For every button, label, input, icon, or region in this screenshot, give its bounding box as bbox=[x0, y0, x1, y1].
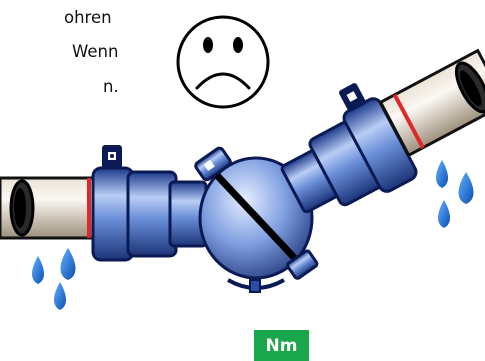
text-fragment-1: ohren bbox=[64, 8, 112, 27]
water-drop-icon bbox=[54, 282, 66, 310]
text-fragment-3: n. bbox=[103, 77, 119, 96]
clamp-icon bbox=[339, 83, 366, 112]
valve-icon bbox=[194, 146, 319, 293]
water-drop-icon bbox=[438, 200, 450, 228]
sad-face-icon bbox=[176, 15, 270, 109]
left-pipe bbox=[0, 176, 107, 240]
water-drop-icon bbox=[60, 248, 76, 280]
left-coupling bbox=[91, 145, 208, 262]
text-fragment-2: Wenn bbox=[72, 42, 119, 61]
right-pipe bbox=[378, 48, 485, 158]
right-coupling bbox=[280, 83, 418, 214]
water-drops bbox=[32, 160, 474, 310]
water-drop-icon bbox=[436, 160, 448, 188]
clamp-icon bbox=[102, 145, 122, 169]
nm-badge: Nm bbox=[254, 330, 309, 361]
water-drop-icon bbox=[32, 256, 44, 284]
water-drop-icon bbox=[458, 172, 474, 204]
